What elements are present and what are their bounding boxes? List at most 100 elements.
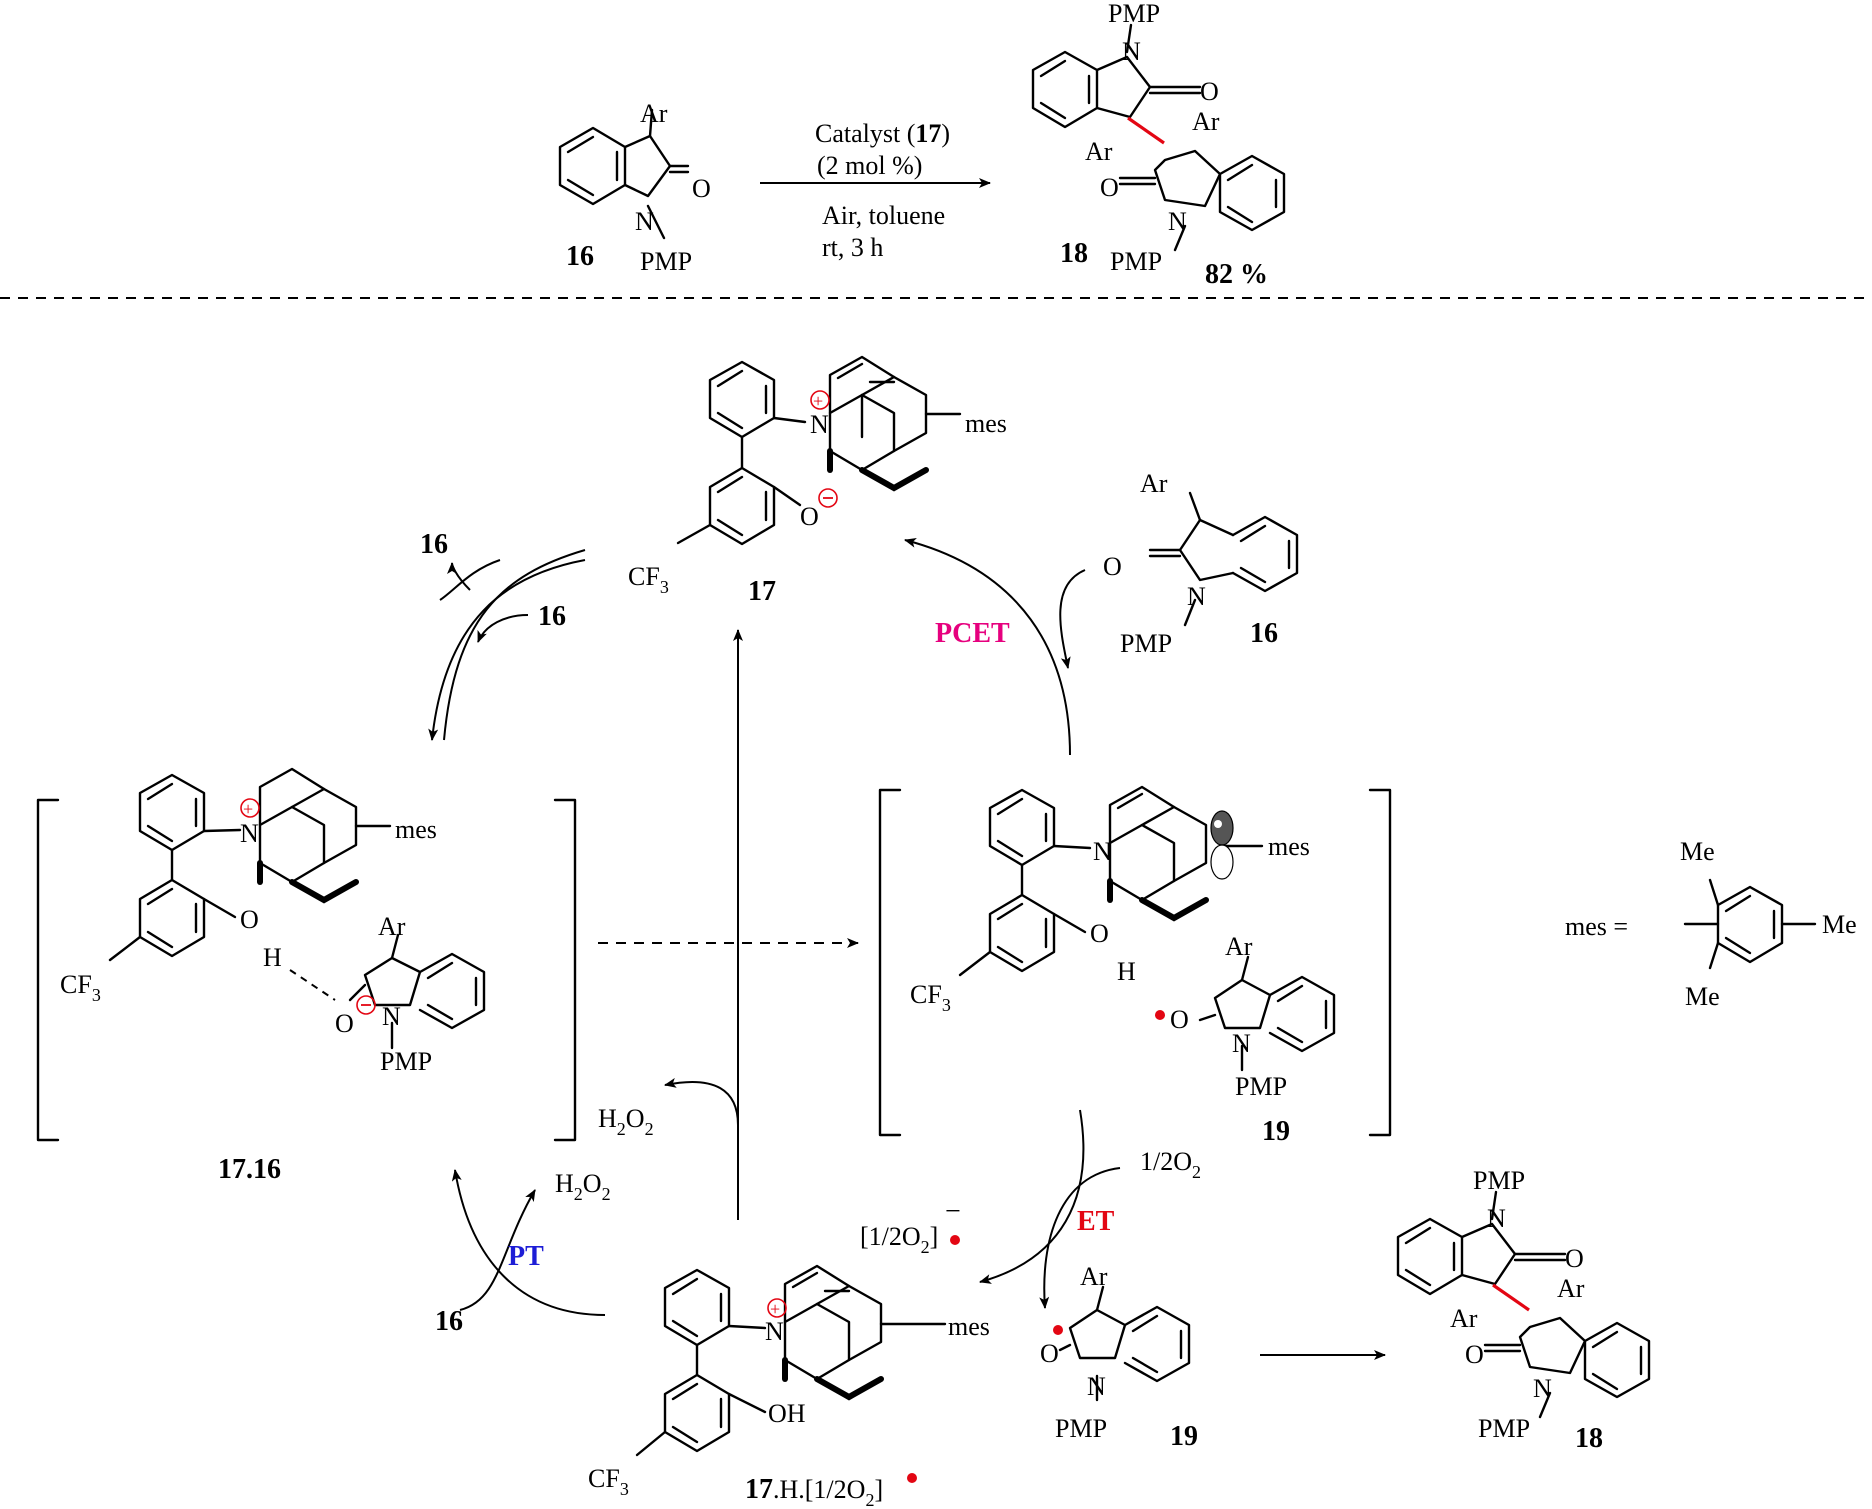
radical-complex-structure [958,785,1336,1072]
radical-dot-icon [1155,1010,1165,1020]
atom-pmp: PMP [1473,1166,1525,1195]
atom-o: O [1170,1005,1189,1034]
substrate-label: 16 [1250,618,1278,649]
atom-cf3: CF3 [60,970,101,1005]
cation-charge-icon [767,1298,787,1318]
bracket-left [878,788,902,1137]
product-18-bottom-structure [1396,1190,1651,1419]
substrate-label: 16 [566,241,594,272]
atom-h: H [263,943,282,972]
atom-o: O [1040,1339,1059,1368]
yield: 82 % [1205,259,1268,290]
pt-label: PT [508,1241,544,1272]
reduced-catalyst-structure [635,1264,947,1457]
new-cc-bond [1492,1283,1530,1312]
atom-n: N [1232,1029,1251,1058]
atom-o: O [692,174,711,203]
radical-dot-icon [950,1235,960,1245]
atom-ar: Ar [378,912,406,941]
product-18-label: 18 [1575,1423,1603,1454]
superoxide: [1/2O2] [860,1222,938,1257]
cation-charge-icon [240,798,260,818]
conditions-solvent: Air, toluene [822,201,945,230]
atom-ar: Ar [1080,1262,1108,1291]
pcet-label: PCET [935,618,1010,649]
atom-mes: mes [395,815,437,844]
conditions-temp: rt, 3 h [822,233,883,262]
catalyst-17-structure [676,355,962,546]
atom-cf3: CF3 [588,1464,629,1499]
equilibrium-arrow-down [428,559,586,741]
complex-17-16-structure [108,767,486,1050]
atom-mes: mes [965,409,1007,438]
cation-charge-icon: + [770,1299,780,1319]
release-16-arrow [439,559,501,601]
atom-o: O [240,905,259,934]
equilibrium-arrow-up [443,549,586,741]
mesityl-structure [1683,878,1817,970]
released-16: 16 [420,529,448,560]
atom-pmp: PMP [380,1047,432,1076]
radical-19-label: 19 [1170,1421,1198,1452]
atom-ar: Ar [1225,932,1253,961]
atom-o: O [1100,173,1119,202]
atom-o: O [1565,1244,1584,1273]
cation-charge-icon: + [243,799,253,819]
atom-n: N [765,1317,784,1346]
atom-n: N [240,819,259,848]
catalyst-loading: (2 mol %) [817,151,922,180]
atom-ar: Ar [1192,107,1220,136]
atom-o: O [335,1009,354,1038]
atom-pmp: PMP [1235,1072,1287,1101]
atom-n: N [635,207,654,236]
cation-charge-icon [810,390,830,410]
mes-definition-label: mes = [1565,912,1628,941]
atom-h: H [1117,957,1136,986]
half-o2: 1/2O2 [1140,1147,1201,1182]
anion-charge-icon [818,488,838,508]
et-arrow [979,1109,1085,1284]
release-16-head [447,562,471,591]
product-18-structure [1031,23,1286,252]
atom-n: N [1168,207,1187,236]
catalyst-line: Catalyst (17) [815,119,950,148]
atom-ar: Ar [1450,1304,1478,1333]
atom-o: O [1103,552,1122,581]
atom-n: N [1533,1374,1552,1403]
atom-o: O [800,502,819,531]
atom-oh: OH [768,1399,806,1428]
atom-mes: mes [1268,832,1310,861]
methyl-top: Me [1680,837,1715,866]
methyl-para: Me [1822,910,1857,939]
atom-cf3: CF3 [628,562,669,597]
cation-charge-icon: + [813,391,823,411]
atom-pmp: PMP [1108,0,1160,28]
atom-n: N [810,410,829,439]
reduced-label: 17.H.[1/2O2] [745,1474,883,1509]
radical-label: 19 [1262,1116,1290,1147]
pcet-arrow [904,537,1071,756]
superoxide-charge: − [945,1196,961,1227]
radical-dot-icon [907,1473,917,1483]
bracket-right [553,798,577,1142]
substrate-16-cycle-structure [1148,491,1299,627]
atom-mes: mes [948,1312,990,1341]
atom-ar: Ar [1140,469,1168,498]
bound-16: 16 [538,601,566,632]
radical-dot-icon [1053,1325,1063,1335]
methyl-bottom: Me [1685,982,1720,1011]
et-label: ET [1077,1206,1115,1237]
atom-n: N [1087,1372,1106,1401]
h2o2-top: H2O2 [598,1104,654,1139]
atom-n: N [382,1002,401,1031]
atom-pmp: PMP [1055,1414,1107,1443]
product-label: 18 [1060,238,1088,269]
atom-n: N [1093,837,1112,866]
atom-pmp: PMP [1478,1414,1530,1443]
pt-arrow [451,1169,606,1316]
new-cc-bond [1127,116,1165,145]
top-reaction: Ar O N PMP 16 Catalyst (17) (2 mol %) Ai… [558,0,1286,290]
atom-pmp: PMP [640,247,692,276]
